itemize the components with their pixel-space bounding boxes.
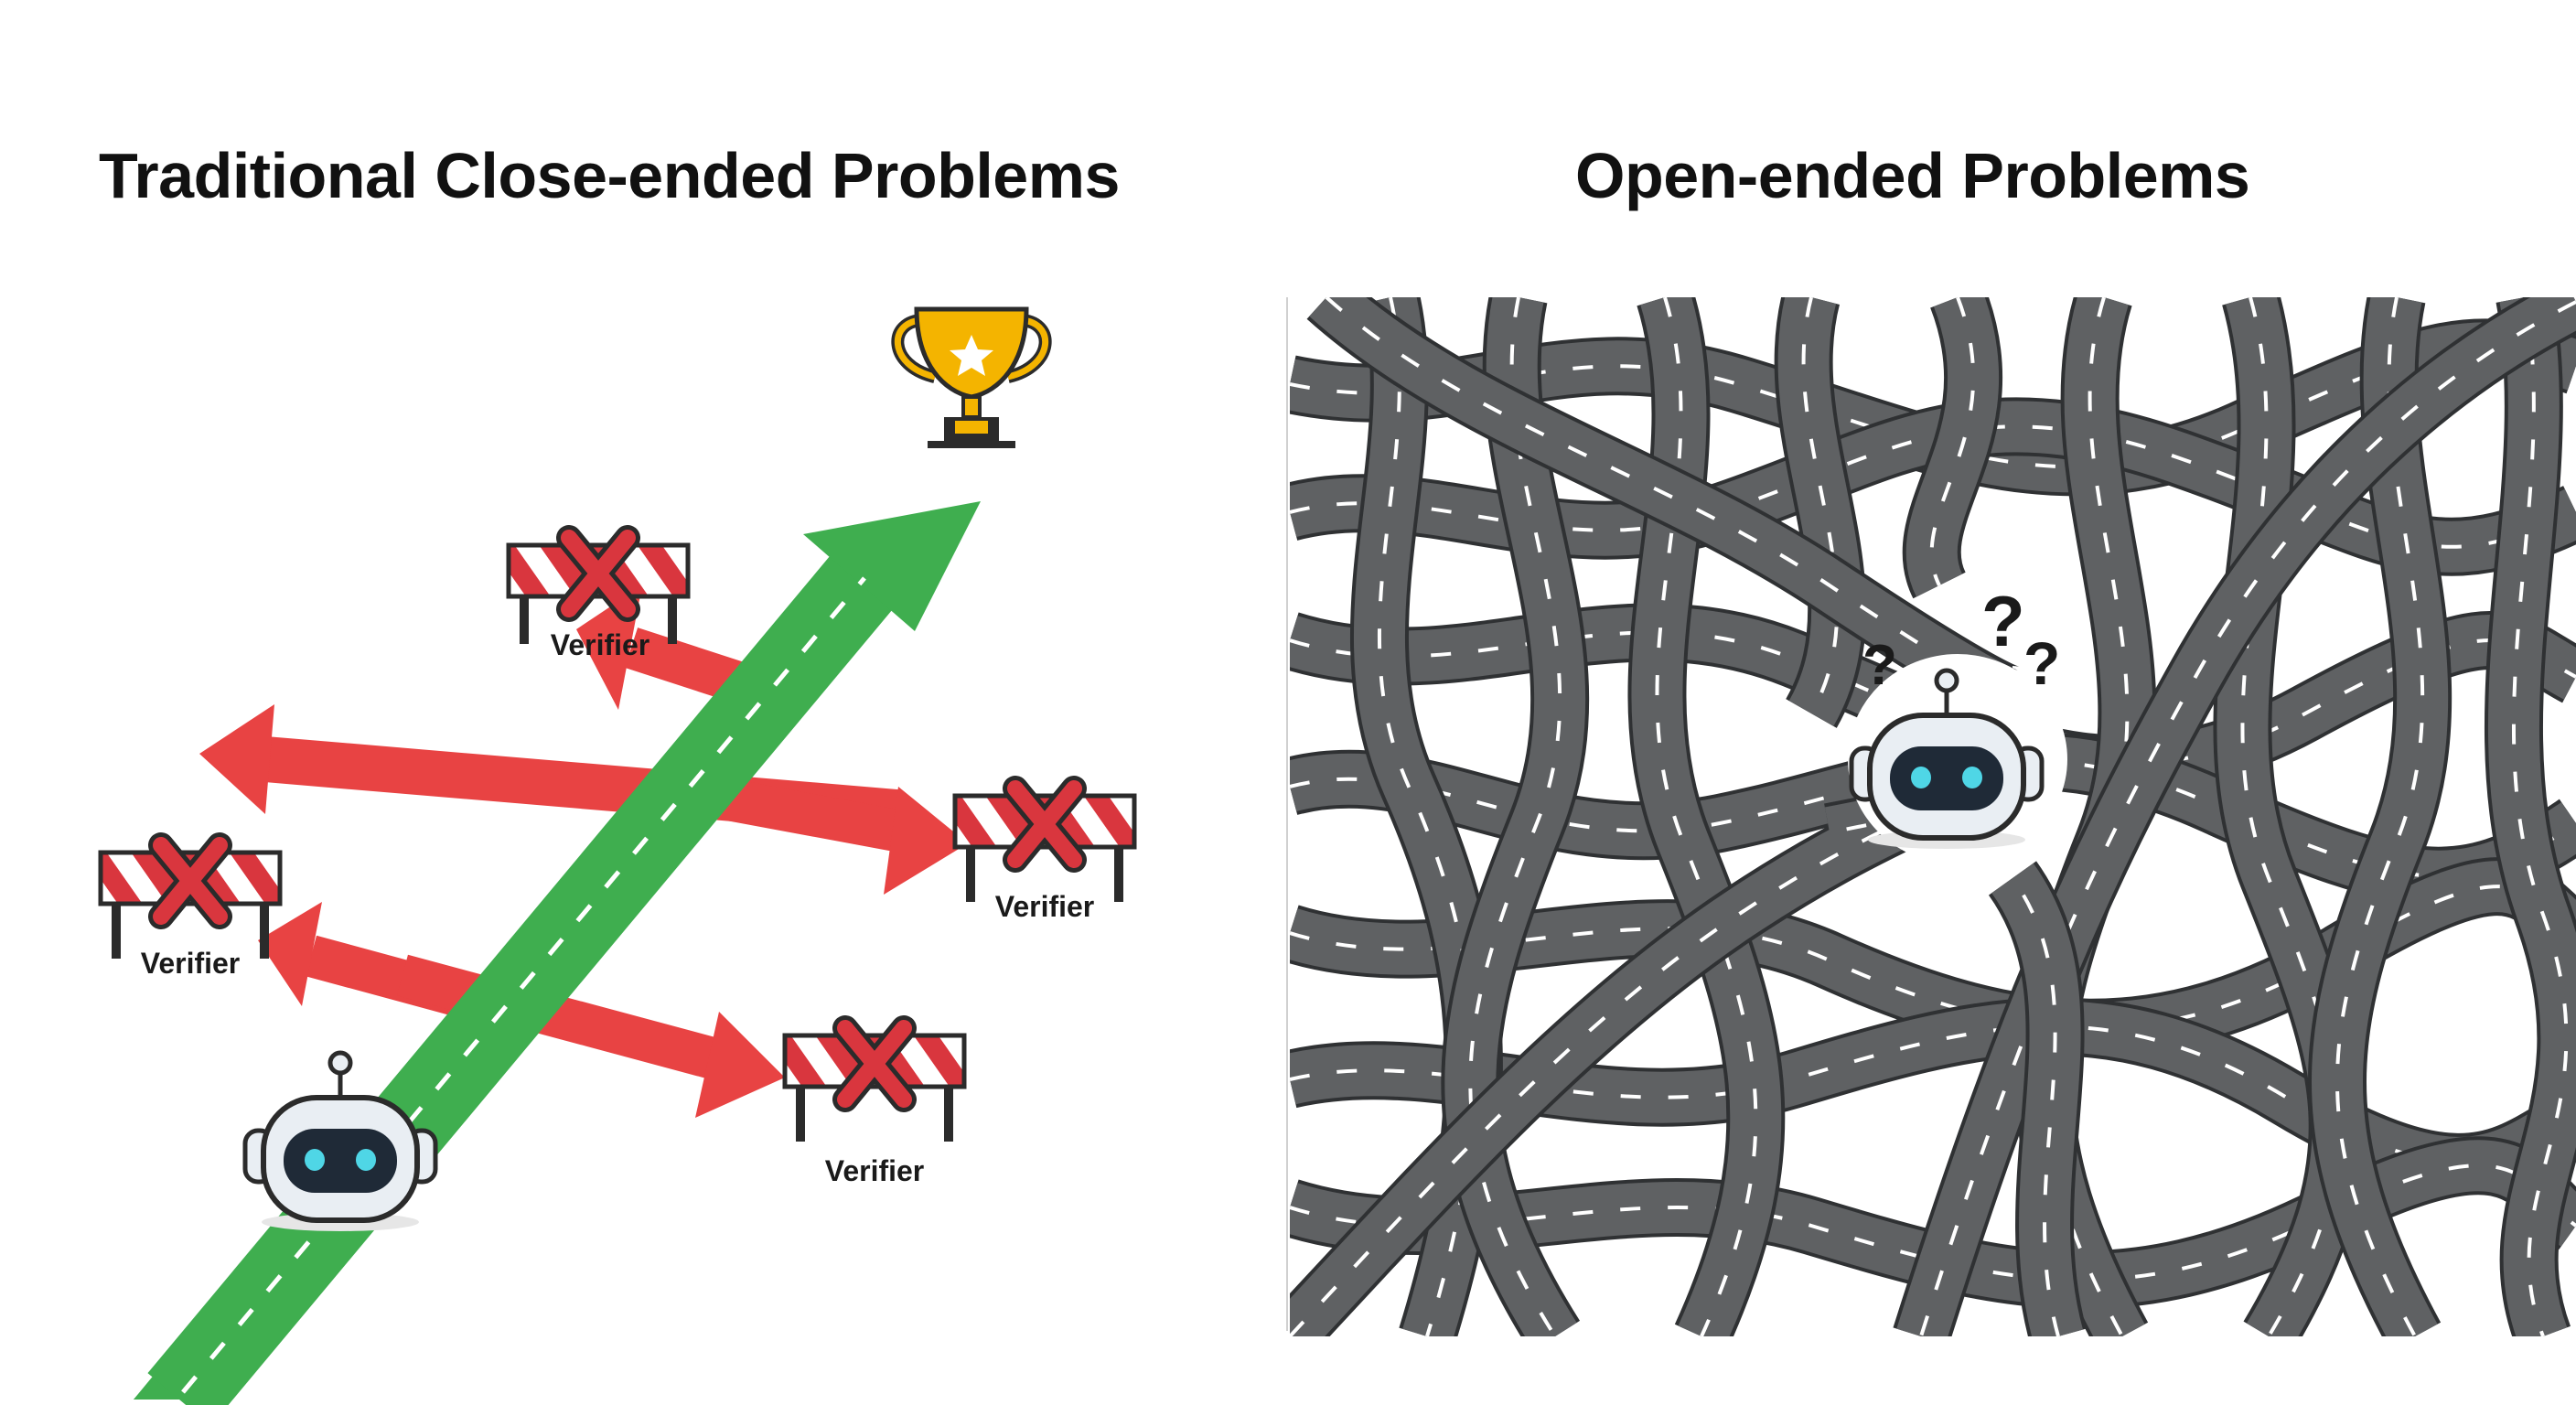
road-segment — [2011, 876, 2060, 1336]
robot-icon-left — [242, 1050, 438, 1231]
road-network — [1290, 297, 2576, 1336]
robot-icon-right — [1849, 668, 2045, 849]
road-segment — [1468, 297, 1562, 1336]
road-segment — [1801, 297, 1840, 714]
verifier-label: Verifier — [141, 947, 241, 980]
panel-divider — [1286, 297, 1288, 1331]
reject-x-icon — [832, 1015, 917, 1112]
verifier-barrier-2: Verifier — [952, 776, 1137, 923]
open-ended-diagram — [1290, 297, 2576, 1336]
road-segment — [2312, 297, 2449, 1336]
road-segment — [2240, 297, 2340, 1336]
confusion-marks: ? ? ? — [1862, 581, 2060, 697]
trophy-icon — [891, 306, 1052, 448]
verifier-barrier-3: Verifier — [98, 832, 283, 980]
reject-x-icon — [556, 525, 640, 622]
question-mark-2: ? — [1981, 581, 2025, 661]
road-segment — [1929, 297, 1976, 586]
verifier-label: Verifier — [825, 1154, 925, 1187]
road-segment — [1290, 885, 2576, 1030]
failure-arrow-lower-right — [397, 954, 785, 1118]
left-panel-title: Traditional Close-ended Problems — [99, 140, 1120, 211]
road-segment — [1290, 1164, 2576, 1282]
reject-x-icon — [148, 832, 232, 929]
verifier-barrier-4: Verifier — [782, 1015, 967, 1187]
road-segment — [2511, 297, 2569, 1336]
question-mark-3: ? — [2023, 629, 2060, 697]
road-segment — [1631, 297, 1782, 1336]
road-segment — [1896, 297, 2576, 1336]
right-panel-title: Open-ended Problems — [1575, 140, 2250, 211]
question-mark-1: ? — [1862, 634, 1897, 697]
verifier-label: Verifier — [551, 628, 650, 661]
reject-x-icon — [1003, 776, 1087, 873]
road-segment — [1378, 297, 1476, 1336]
verifier-label: Verifier — [995, 890, 1095, 923]
verifier-barrier-1: Verifier — [506, 525, 691, 661]
close-ended-diagram: Verifier Verifier Verifier — [98, 306, 1137, 1405]
